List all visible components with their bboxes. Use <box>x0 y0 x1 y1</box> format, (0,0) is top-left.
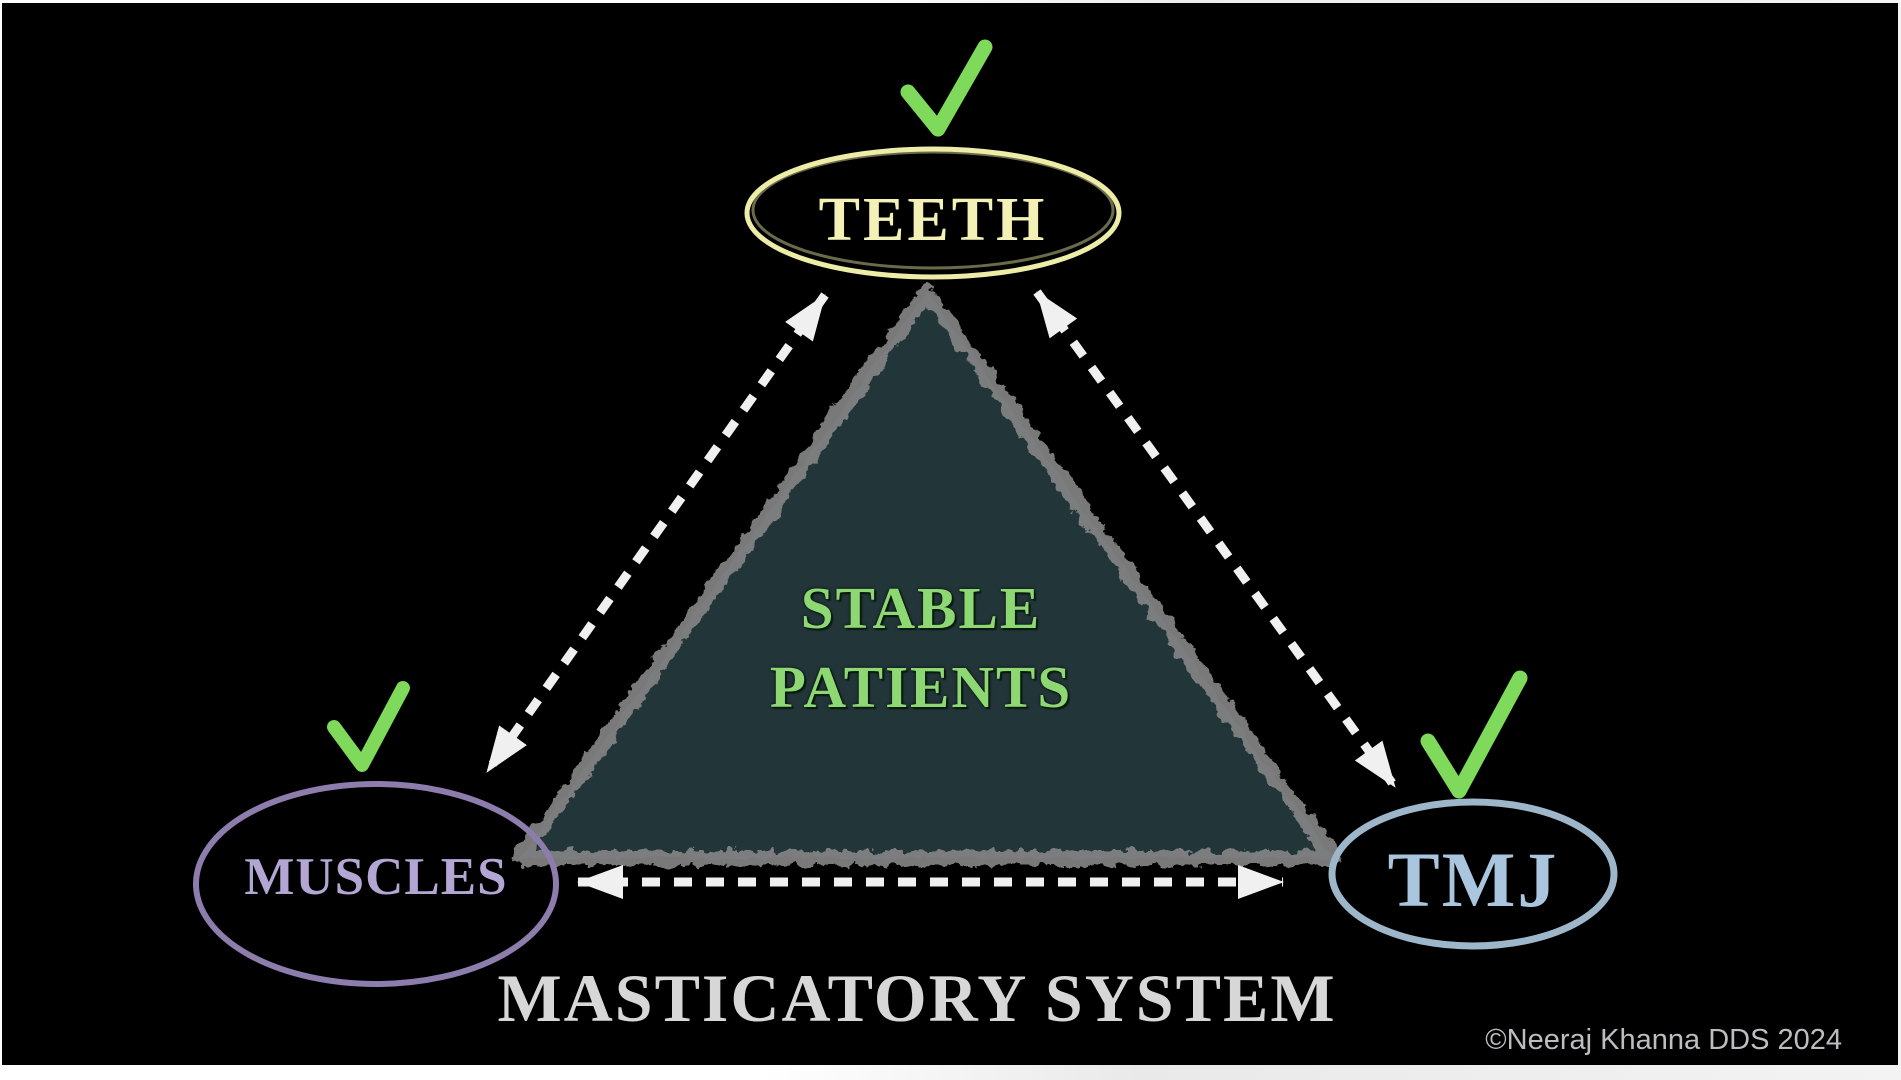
stable-patients-label: STABLE PATIENTS <box>770 569 1072 727</box>
page-bottom-strip <box>0 1065 1901 1080</box>
stable-patients-line1: STABLE <box>800 575 1042 641</box>
muscles-checkmark-icon <box>327 681 410 772</box>
tmj-label: TMJ <box>1387 836 1559 923</box>
teeth-label: TEETH <box>818 186 1048 254</box>
muscles-label: MUSCLES <box>244 848 508 906</box>
teeth-oval-inner-line <box>751 150 1115 270</box>
tmj-oval <box>1328 798 1618 950</box>
teeth-muscles-arrow <box>483 292 829 775</box>
teeth-tmj-arrow <box>1033 289 1399 790</box>
teeth-checkmark-icon <box>900 39 993 137</box>
masticatory-triangle-diagram <box>193 39 1618 987</box>
copyright-text: ©Neeraj Khanna DDS 2024 <box>1485 1024 1842 1056</box>
muscles-oval <box>193 781 559 987</box>
stable-patients-line2: PATIENTS <box>769 654 1073 720</box>
masticatory-system-title: MASTICATORY SYSTEM <box>497 960 1337 1036</box>
slide: TEETH MUSCLES TMJ STABLE PATIENTS MASTIC… <box>2 3 1898 1065</box>
teeth-oval <box>744 146 1122 280</box>
tmj-checkmark-icon <box>1420 670 1528 799</box>
